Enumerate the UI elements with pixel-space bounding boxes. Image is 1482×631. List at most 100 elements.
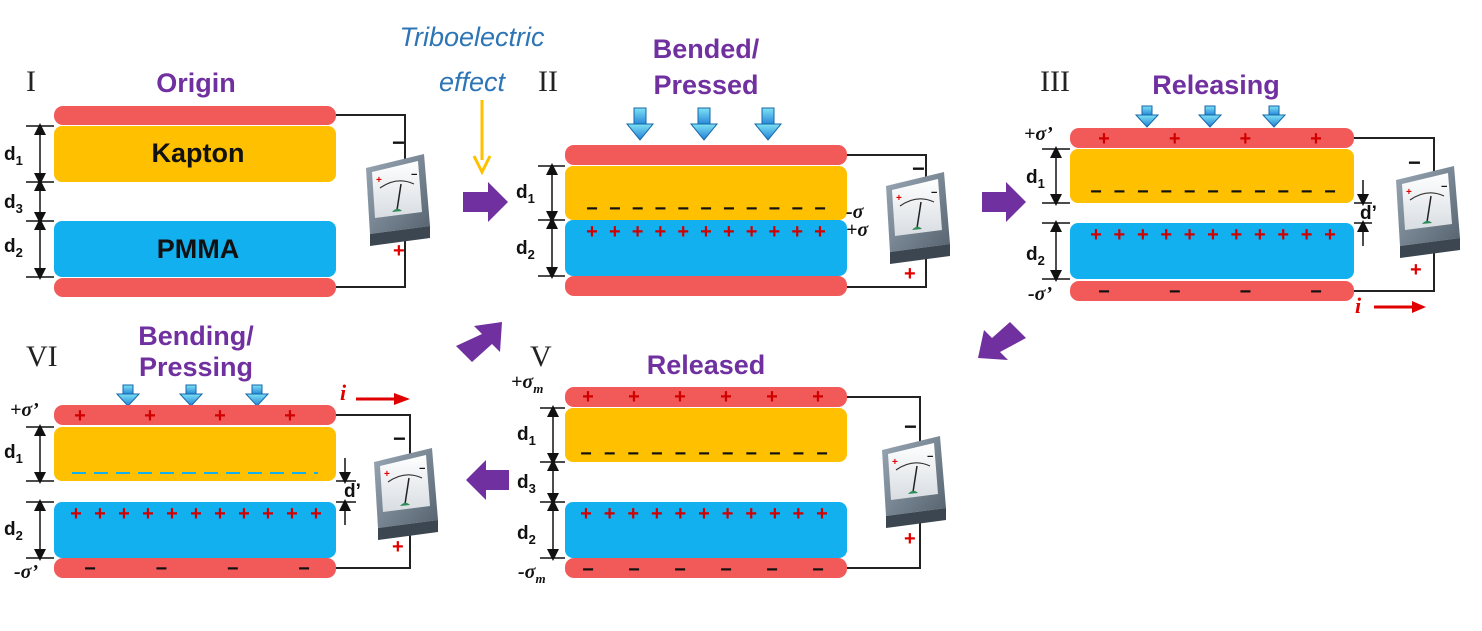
positive-charge: +: [582, 386, 594, 408]
ammeter-icon: [1395, 165, 1461, 259]
positive-charge: +: [284, 405, 296, 427]
positive-charges: +++++++++++: [1090, 224, 1336, 246]
kapton-layer: [54, 427, 336, 481]
meter-minus-label: −: [904, 414, 917, 439]
meter-minus-label: −: [392, 130, 405, 155]
positive-charge: +: [1310, 128, 1322, 150]
press-arrow-icon: [179, 384, 203, 407]
stage-3: III Releasing ++++ −−−−−−−−−−− +++++++++…: [1024, 65, 1461, 318]
negative-charge: −: [745, 443, 757, 465]
positive-charge: +: [286, 503, 298, 525]
positive-charge: +: [1207, 224, 1219, 246]
press-arrow-icon: [1135, 105, 1159, 128]
bottom-electrode: [54, 558, 336, 578]
circuit-wire: [336, 114, 406, 162]
top-electrode-charges: ++++++: [582, 386, 824, 408]
negative-charge: −: [1310, 281, 1322, 303]
press-arrow-icon: [690, 107, 718, 141]
positive-charge: +: [746, 221, 758, 243]
positive-charge: +: [1098, 128, 1110, 150]
positive-charge: +: [1160, 224, 1172, 246]
positive-charge: +: [1254, 224, 1266, 246]
triboelectric-annotation: Triboelectric effect: [399, 22, 545, 176]
top-sigma-label: +σm: [511, 371, 543, 396]
positive-charge: +: [675, 503, 687, 525]
press-arrow-icon: [1262, 105, 1286, 128]
bottom-electrode-charges: −−−−: [84, 558, 310, 580]
meter-minus-label: −: [393, 426, 406, 451]
negative-charge: −: [814, 198, 826, 220]
gap-label: d’: [1360, 203, 1377, 224]
positive-charge: +: [766, 386, 778, 408]
stage-6-numeral: VI: [26, 340, 58, 373]
pmma-layer: [54, 221, 336, 277]
pmma-layer: [565, 220, 847, 276]
top-sigma-label: +σ’: [10, 399, 39, 421]
negative-charge: −: [586, 198, 598, 220]
positive-charge: +: [238, 503, 250, 525]
negative-charge: −: [227, 558, 239, 580]
stage-5-numeral: V: [530, 340, 552, 373]
positive-charge: +: [1324, 224, 1336, 246]
meter-plus-label: +: [393, 240, 405, 262]
positive-charge: +: [698, 503, 710, 525]
negative-charge: −: [627, 443, 639, 465]
press-arrow-icon: [116, 384, 140, 407]
negative-charge: −: [609, 198, 621, 220]
stage-2-numeral: II: [538, 65, 558, 98]
negative-charges: −−−−−−−−−−−: [586, 198, 826, 220]
pmma-layer: [565, 502, 847, 558]
dimension-lines: [26, 123, 54, 280]
stage-5-title: Released: [647, 350, 766, 380]
positive-charge: +: [166, 503, 178, 525]
positive-charge: +: [1137, 224, 1149, 246]
triboelectric-label: Triboelectric: [399, 22, 545, 52]
current-arrow-head: [394, 393, 410, 405]
ammeter-icon: [881, 435, 947, 529]
negative-charge: −: [580, 443, 592, 465]
dimension-lines: [1042, 146, 1372, 282]
positive-charge: +: [609, 221, 621, 243]
negative-charge: −: [155, 558, 167, 580]
stage-5: V Released ++++++ −−−−−−−−−−− ++++++++++…: [511, 340, 947, 586]
stage-3-title: Releasing: [1152, 70, 1280, 100]
negative-charge: −: [722, 443, 734, 465]
bottom-electrode: [565, 558, 847, 578]
negative-charge: −: [674, 559, 686, 581]
kapton-layer: [1070, 149, 1354, 203]
negative-charge: −: [746, 198, 758, 220]
positive-charge: +: [262, 503, 274, 525]
bottom-sigma-label: -σ’: [1028, 283, 1052, 305]
gap-label: d’: [344, 481, 361, 502]
circuit-wire: [847, 256, 927, 288]
negative-charge: −: [791, 198, 803, 220]
negative-charge: −: [1239, 281, 1251, 303]
positive-charge: +: [1277, 224, 1289, 246]
ammeter-icon: [365, 153, 431, 247]
d2-label: d2: [1026, 244, 1045, 268]
positive-charge: +: [70, 503, 82, 525]
negative-charge: −: [1114, 181, 1126, 203]
negative-charge: −: [698, 443, 710, 465]
stage-3-numeral: III: [1040, 65, 1070, 98]
stage-2-title-line1: Bended/: [653, 34, 760, 64]
positive-charge: +: [791, 221, 803, 243]
negative-charge: −: [582, 559, 594, 581]
press-arrow-icon: [626, 107, 654, 141]
negative-charge: −: [1169, 281, 1181, 303]
pmma-layer: [54, 502, 336, 558]
negative-charge: −: [1324, 181, 1336, 203]
positive-charge: +: [214, 405, 226, 427]
pmma-layer: [1070, 223, 1354, 279]
negative-charge: −: [1277, 181, 1289, 203]
bottom-electrode: [54, 278, 336, 297]
negative-charge: −: [1090, 181, 1102, 203]
stage-1-title: Origin: [156, 68, 236, 98]
negative-charge: −: [1254, 181, 1266, 203]
dimension-lines: [540, 405, 565, 561]
positive-charge: +: [628, 386, 640, 408]
kapton-label: Kapton: [152, 138, 245, 168]
bottom-sigma-label: -σ’: [14, 561, 38, 583]
